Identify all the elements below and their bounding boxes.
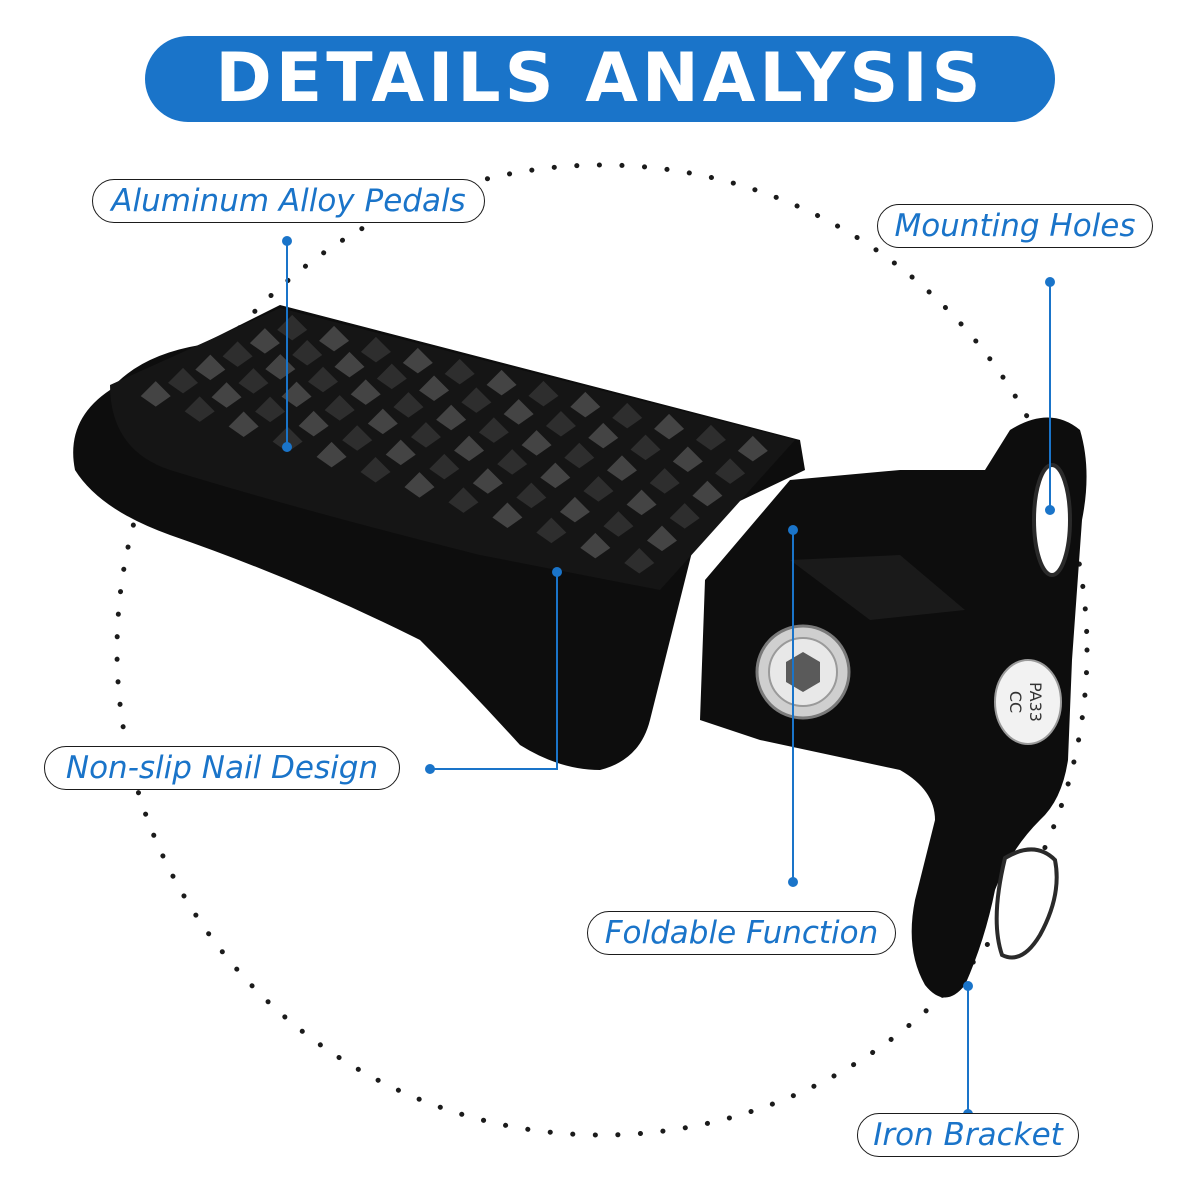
mounting-hole-top xyxy=(1032,463,1072,577)
pedal-shape xyxy=(73,305,805,770)
grip-stud xyxy=(654,413,685,440)
sticker: PA33 CC xyxy=(994,659,1062,745)
grip-stud xyxy=(472,468,503,494)
page-title: DETAILS ANALYSIS xyxy=(215,39,985,118)
grip-stud xyxy=(360,336,391,363)
grip-stud xyxy=(612,402,643,429)
grip-stud xyxy=(419,375,450,401)
grip-stud xyxy=(737,435,768,462)
grip-stud xyxy=(298,410,329,437)
grip-stud xyxy=(249,328,280,354)
title-banner: DETAILS ANALYSIS xyxy=(145,36,1055,122)
grip-stud xyxy=(626,489,657,516)
grip-stud xyxy=(583,476,614,502)
grip-stud xyxy=(624,548,655,574)
iron-bracket-shape xyxy=(700,417,1087,998)
grip-stud xyxy=(503,399,534,425)
grip-stud xyxy=(367,408,398,435)
grip-stud xyxy=(222,341,253,367)
grip-stud xyxy=(385,439,416,466)
grip-stud xyxy=(570,391,601,418)
grip-stud xyxy=(360,457,391,483)
grip-stud xyxy=(319,325,350,352)
grip-stud xyxy=(195,354,226,381)
grip-stud xyxy=(168,367,199,394)
grip-stud xyxy=(497,449,528,475)
grip-stud xyxy=(308,366,339,393)
label-iron-bracket: Iron Bracket xyxy=(857,1113,1079,1157)
grip-stud xyxy=(292,340,323,366)
grip-stud xyxy=(281,381,312,408)
grip-stud xyxy=(436,404,467,431)
grip-stud xyxy=(393,392,424,418)
grip-stud xyxy=(478,417,509,443)
grip-stud xyxy=(376,363,407,390)
grip-stud xyxy=(228,411,259,437)
label-iron-text: Iron Bracket xyxy=(873,1117,1063,1153)
grip-stud xyxy=(649,468,680,494)
grip-stud xyxy=(695,424,726,451)
label-aluminum-alloy-pedals: Aluminum Alloy Pedals xyxy=(92,179,485,223)
label-non-slip-nail-design: Non-slip Nail Design xyxy=(44,746,400,790)
grip-stud xyxy=(184,396,215,422)
label-aluminum-text: Aluminum Alloy Pedals xyxy=(111,183,466,219)
grip-stud xyxy=(402,347,433,374)
grip-stud xyxy=(588,422,619,449)
grip-stud xyxy=(448,487,479,513)
grip-stud xyxy=(603,511,634,537)
label-foldable-text: Foldable Function xyxy=(604,915,879,951)
grip-stud xyxy=(580,532,611,559)
grip-stud xyxy=(692,480,723,507)
grip-stud xyxy=(559,496,590,523)
grip-stud xyxy=(255,396,286,423)
grip-stud xyxy=(334,351,365,378)
grip-stud xyxy=(669,503,700,529)
grip-stud xyxy=(444,358,475,385)
grip-stud xyxy=(277,314,308,341)
grip-stud xyxy=(324,395,355,421)
grip-stud xyxy=(564,442,595,469)
grip-stud xyxy=(521,430,552,456)
grip-stud xyxy=(140,381,171,407)
grip-stud xyxy=(672,446,703,472)
label-nonslip-text: Non-slip Nail Design xyxy=(65,750,379,786)
label-mounting-text: Mounting Holes xyxy=(894,208,1136,244)
grip-stud xyxy=(461,387,492,413)
grip-stud xyxy=(492,502,523,528)
grip-stud xyxy=(646,525,677,552)
grip-stud xyxy=(238,368,269,394)
grip-stud xyxy=(211,382,242,408)
grip-stud xyxy=(404,472,435,498)
svg-text:CC: CC xyxy=(1006,691,1025,713)
label-foldable-function: Foldable Function xyxy=(587,911,896,955)
dotted-circle xyxy=(114,162,1090,1138)
hinge-bolt xyxy=(755,624,851,720)
grip-stud xyxy=(486,369,517,396)
grip-stud xyxy=(342,425,373,451)
grip-stud xyxy=(715,458,746,484)
grip-stud xyxy=(454,435,485,462)
grip-stud xyxy=(545,411,576,437)
grip-stud xyxy=(316,441,347,468)
grip-stud xyxy=(429,453,460,480)
grip-stud xyxy=(528,380,559,407)
grip-stud xyxy=(606,455,637,481)
grip-stud xyxy=(516,482,547,509)
grip-stud xyxy=(410,422,441,448)
grip-stud xyxy=(536,517,567,544)
grip-stud xyxy=(540,462,571,489)
label-mounting-holes: Mounting Holes xyxy=(877,204,1153,248)
grip-stud xyxy=(630,434,661,461)
grip-stud xyxy=(350,379,381,405)
svg-text:PA33: PA33 xyxy=(1026,682,1045,722)
mounting-hole-bottom xyxy=(994,847,1059,960)
